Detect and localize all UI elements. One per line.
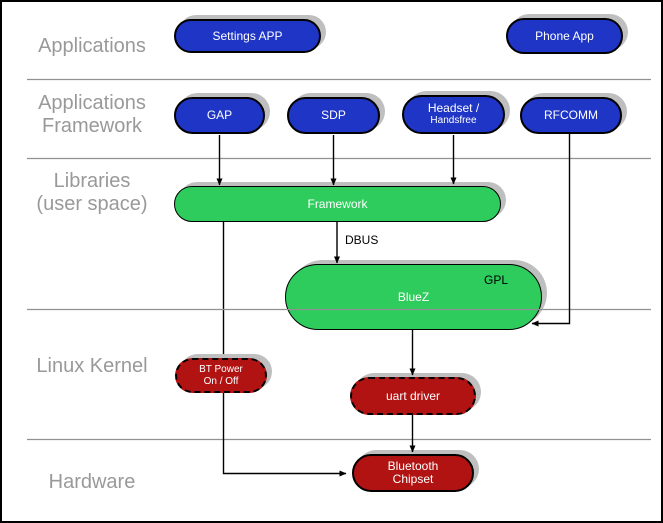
node-label: On / Off xyxy=(203,375,239,387)
layer-label-text: Applications xyxy=(38,35,146,57)
node-label: GAP xyxy=(206,108,233,122)
node-gap: GAP xyxy=(174,97,265,134)
layer-label-text: Hardware xyxy=(48,471,136,493)
layer-label-hardware: Hardware xyxy=(2,471,182,494)
node-label: Handsfree xyxy=(430,115,477,126)
node-label: SDP xyxy=(321,108,346,122)
layer-label-text: Applications xyxy=(38,92,146,114)
node-headset-handsfree: Headset / Handsfree xyxy=(402,95,505,134)
layer-label-text: (user space) xyxy=(36,193,148,215)
node-label: RFCOMM xyxy=(544,108,598,122)
layer-label-applications-framework: Applications Framework xyxy=(2,92,182,138)
node-label: BT Power xyxy=(199,363,243,375)
node-label: Settings APP xyxy=(212,28,283,43)
connector-framework-to-chipset xyxy=(222,222,347,477)
layer-label-libraries: Libraries (user space) xyxy=(2,170,182,216)
layer-label-applications: Applications xyxy=(2,35,182,58)
layer-label-text: Framework xyxy=(41,115,142,137)
node-label: Bluetooth xyxy=(387,459,439,473)
layer-label-text: Libraries xyxy=(53,170,131,192)
node-phone-app: Phone App xyxy=(506,18,623,54)
gpl-label: GPL xyxy=(484,273,509,287)
node-rfcomm: RFCOMM xyxy=(520,97,622,134)
node-label: BlueZ xyxy=(397,289,430,304)
node-label: uart driver xyxy=(385,388,441,403)
node-sdp: SDP xyxy=(287,97,380,134)
node-label: Phone App xyxy=(535,28,594,43)
layer-label-linux-kernel: Linux Kernel xyxy=(2,355,182,378)
node-label: Headset / xyxy=(427,101,480,115)
node-bluez: BlueZ xyxy=(285,264,542,330)
gpl-annotation: GPL xyxy=(484,273,508,287)
node-settings-app: Settings APP xyxy=(174,19,321,53)
node-label: Chipset xyxy=(392,472,434,486)
node-bluetooth-chipset: Bluetooth Chipset xyxy=(352,454,474,492)
layer-label-text: Linux Kernel xyxy=(36,355,148,377)
dbus-label: DBUS xyxy=(345,233,379,247)
node-uart-driver: uart driver xyxy=(350,377,476,415)
dbus-annotation: DBUS xyxy=(345,233,378,247)
node-bt-power: BT Power On / Off xyxy=(175,358,267,393)
node-label: Framework xyxy=(307,196,368,211)
node-framework: Framework xyxy=(174,186,501,222)
